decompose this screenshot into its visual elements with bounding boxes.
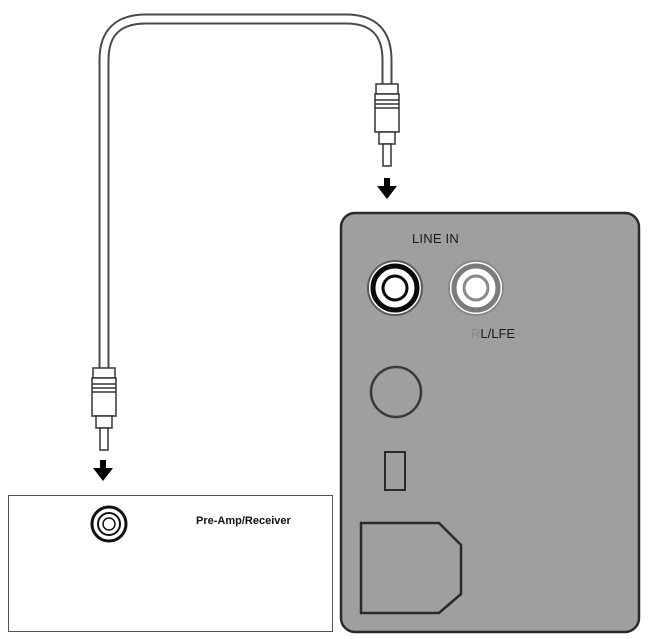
lfe-text: L/LFE — [480, 326, 516, 341]
round-port-icon — [369, 365, 423, 419]
down-arrow-icon — [377, 178, 397, 199]
rl-prefix: R — [471, 326, 481, 341]
line-in-label: LINE IN — [412, 231, 459, 246]
rca-plug-icon — [91, 367, 117, 451]
line-in-right-lfe-jack-icon — [448, 260, 504, 316]
down-arrow-icon — [93, 460, 113, 481]
preamp-receiver-label: Pre-Amp/Receiver — [196, 515, 291, 527]
line-in-left-jack-icon — [367, 260, 423, 316]
rectangular-switch-icon — [384, 451, 406, 491]
rca-plug-icon — [374, 83, 400, 167]
receiver-rca-jack-icon — [90, 505, 128, 543]
preamp-receiver-box — [8, 495, 333, 632]
rca-cable — [98, 13, 393, 368]
rl-lfe-label: RL/LFE — [471, 326, 515, 341]
ac-power-inlet-icon — [359, 521, 463, 615]
